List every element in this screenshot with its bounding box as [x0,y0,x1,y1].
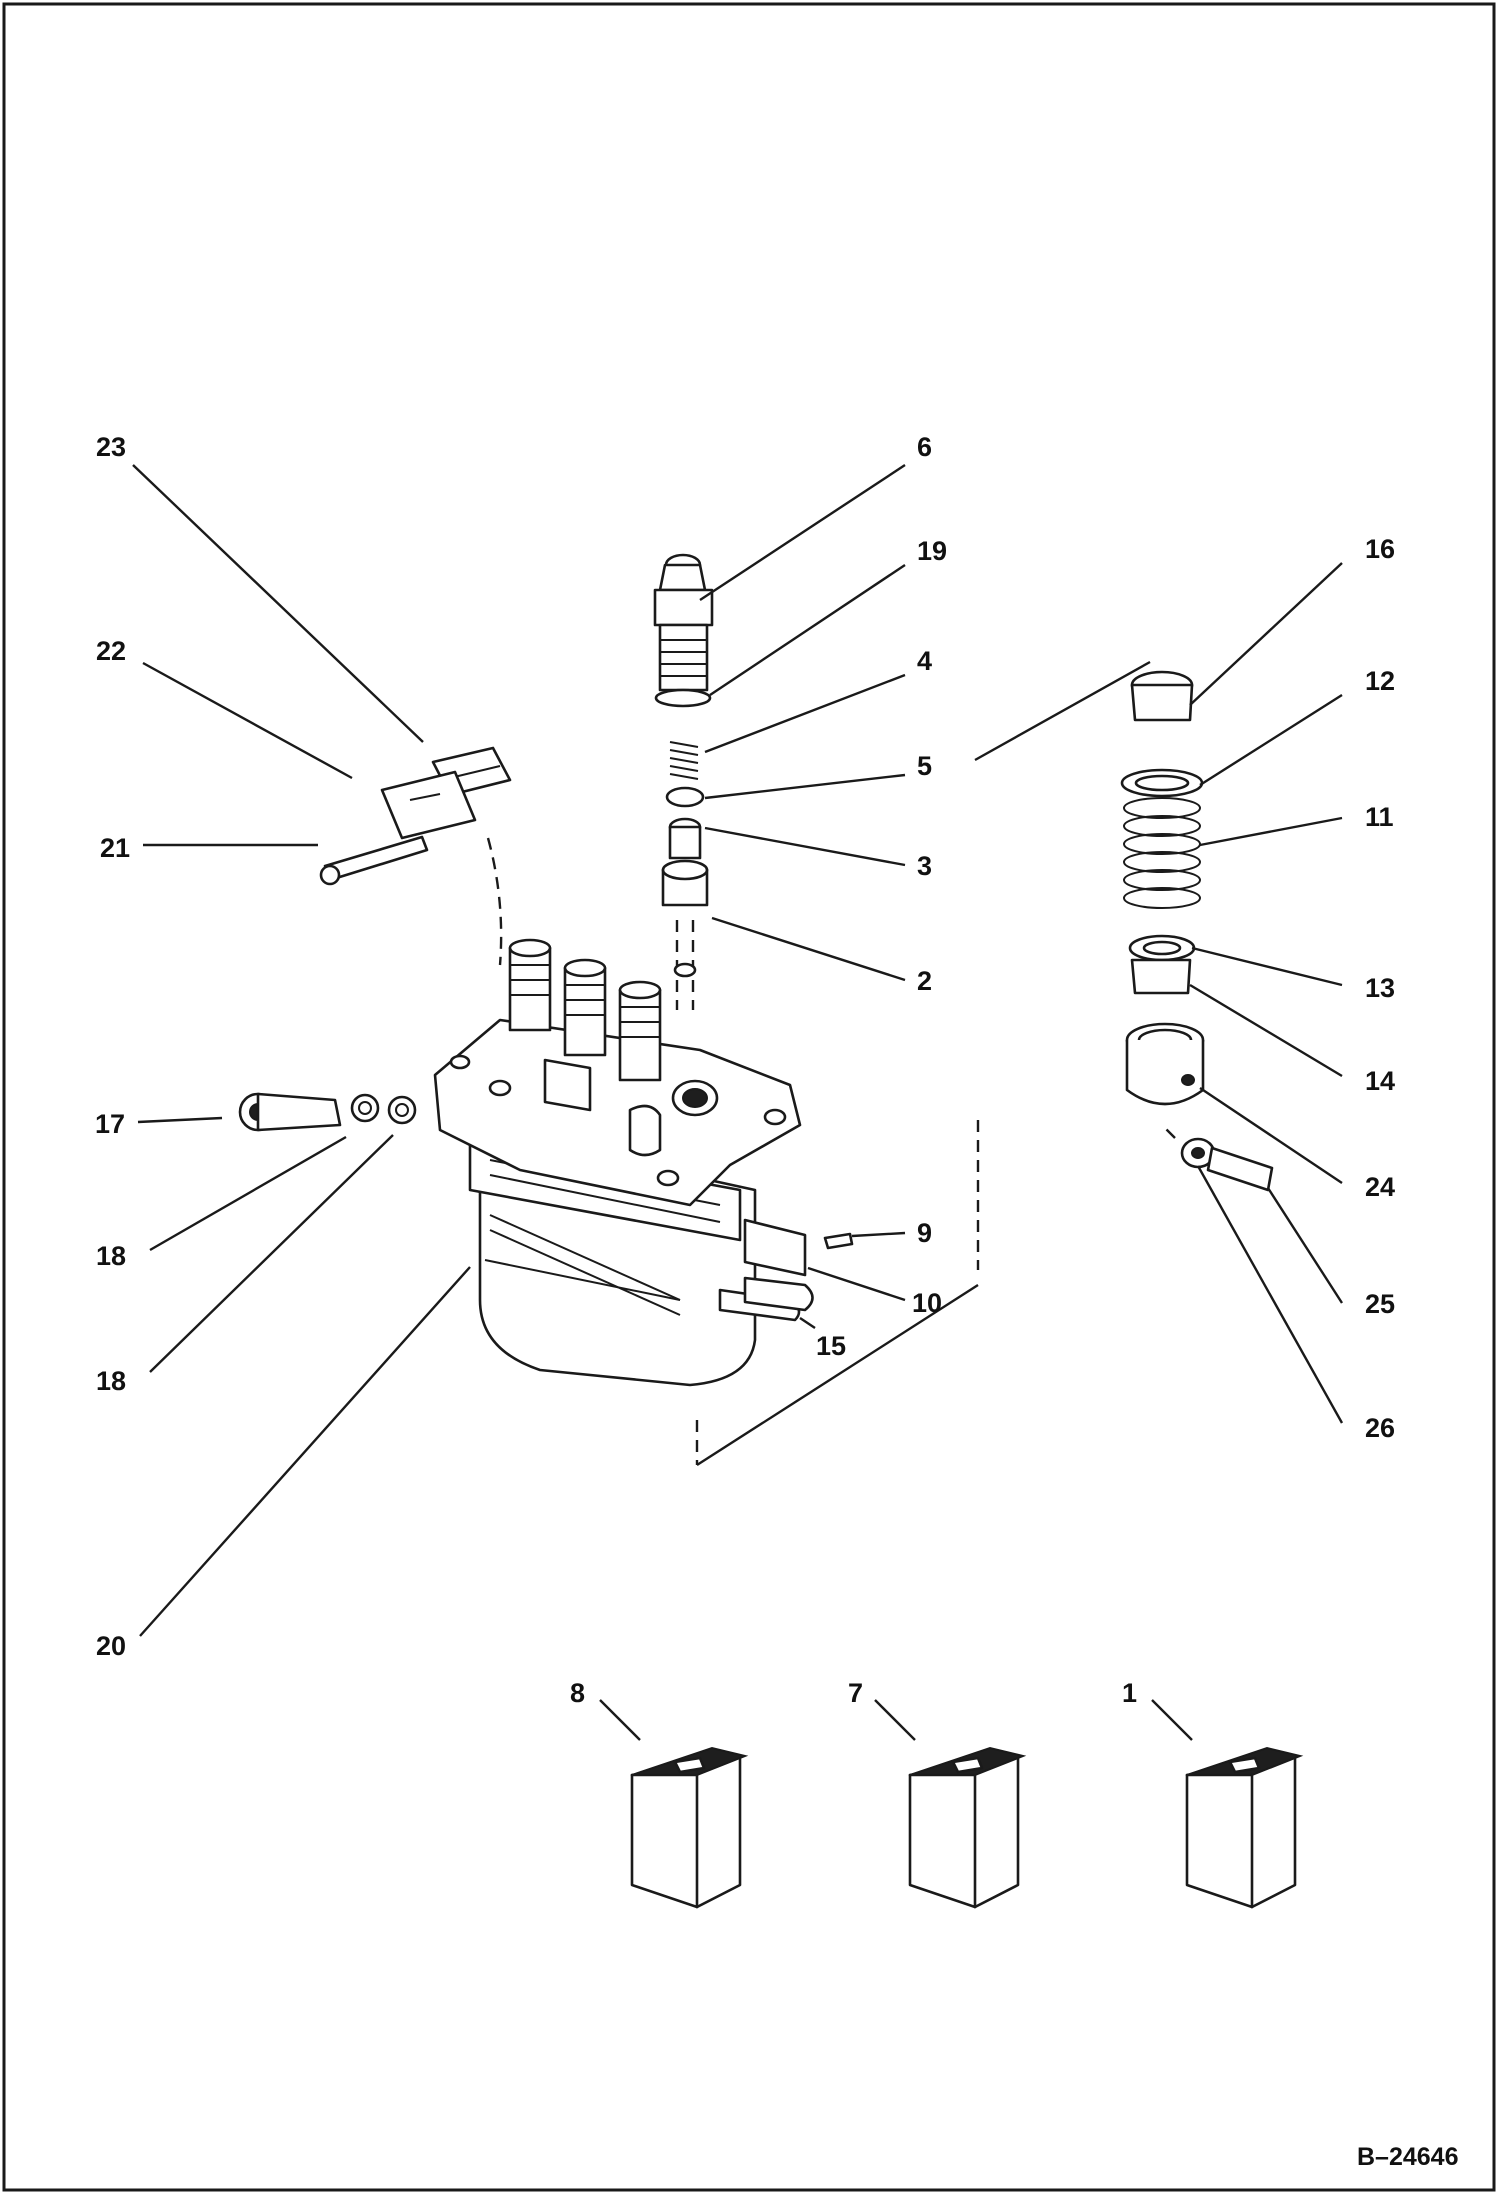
callout-21: 21 [100,833,130,863]
callout-10: 10 [912,1288,942,1318]
sleeve-part-24 [1125,1022,1205,1106]
callout-16: 16 [1365,534,1395,564]
plate-bolt-hole [449,1054,471,1070]
assembly-path-line [974,660,1151,762]
callout-12: 12 [1365,666,1395,696]
cap-part-16 [1130,670,1194,722]
plate-bolt-hole [763,1108,787,1126]
callout-1: 1 [1122,1678,1137,1708]
bracket-part-10 [743,1218,807,1277]
callout-6: 6 [917,432,932,462]
callout-18-lower: 18 [96,1366,126,1396]
callout-9: 9 [917,1218,932,1248]
callout-22: 22 [96,636,126,666]
barrel-part-2 [661,859,709,1010]
callout-11: 11 [1365,802,1394,832]
washer-part-5 [665,786,705,808]
callout-4: 4 [917,646,932,676]
callout-5: 5 [917,751,932,781]
shim-kit-part-8 [630,1746,749,1909]
pin-part-25 [1206,1146,1274,1192]
callout-23: 23 [96,432,126,462]
washer-part-18a [350,1093,380,1123]
callout-8: 8 [570,1678,585,1708]
plate-center-port-inner [682,1088,708,1108]
assembly-path-line [486,837,503,966]
callout-24: 24 [1365,1172,1395,1202]
callout-2: 2 [917,966,932,996]
callout-15: 15 [816,1331,846,1361]
valve-part-3 [668,817,702,860]
spring-part-4 [669,741,699,780]
holder-part-6 [653,553,714,692]
callout-7: 7 [848,1678,863,1708]
callout-19: 19 [917,536,947,566]
shim-kit-part-1 [1185,1746,1304,1909]
callout-14: 14 [1365,1066,1395,1096]
seat-part-14 [1130,958,1192,995]
callout-18-upper: 18 [96,1241,126,1271]
roller-part-26 [1180,1137,1216,1169]
bolt-part-21 [319,835,429,886]
banjo-bolt-part-17 [238,1092,342,1132]
callout-17: 17 [95,1109,125,1139]
callout-26: 26 [1365,1413,1395,1443]
plate-bolt-hole [656,1169,680,1187]
gasket-part-19 [654,688,712,708]
callout-25: 25 [1365,1289,1395,1319]
callout-3: 3 [917,851,932,881]
spring-part-11 [1123,797,1201,909]
washer-part-12 [1120,768,1204,798]
callout-20: 20 [96,1631,126,1661]
drawing-number: B–24646 [1357,2143,1458,2171]
assembly-path-line [696,1283,979,1467]
delivery-valve-holders [508,938,662,1082]
screw-part-9 [823,1232,854,1250]
leader-lines [132,463,1344,1741]
callout-13: 13 [1365,973,1395,1003]
bracket-part-22 [380,770,477,840]
control-rod-part-15 [718,1276,814,1322]
retainer-part-13 [1128,934,1196,962]
shim-kit-part-7 [908,1746,1027,1909]
washer-part-18b [387,1095,417,1125]
plate-bolt-hole [488,1079,512,1097]
assembly-path-line [1164,1127,1176,1139]
